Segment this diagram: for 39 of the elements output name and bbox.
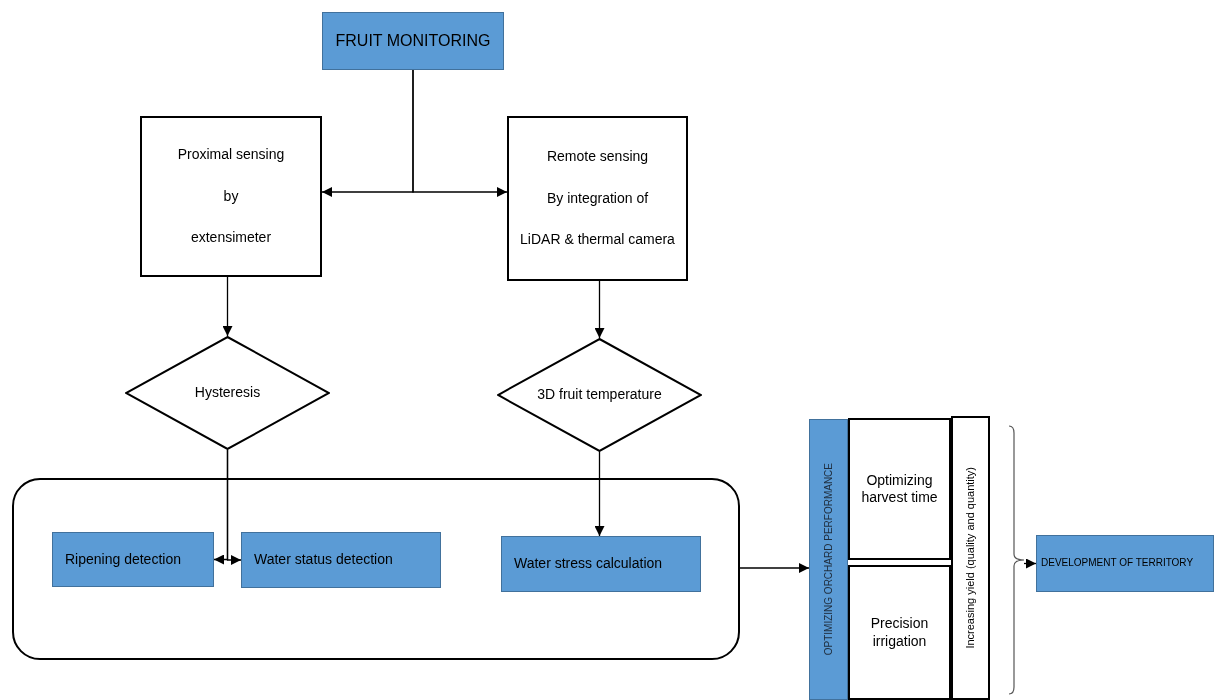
node-label: Hysteresis	[193, 384, 262, 402]
arrow	[594, 451, 605, 537]
process-box	[848, 565, 951, 700]
process-box	[1036, 535, 1214, 592]
node-label: Remote sensing	[546, 148, 649, 166]
process-box	[507, 116, 688, 281]
vertical-banner	[951, 416, 990, 700]
arrow	[1023, 558, 1037, 569]
process-box	[848, 418, 951, 560]
curly-bracket	[1008, 425, 1024, 695]
node-label: Water status detection	[254, 551, 394, 569]
node-label: OPTIMIZING ORCHARD PERFORMANCE	[822, 463, 835, 656]
node-label: Precision irrigation	[869, 615, 930, 650]
process-box	[501, 536, 701, 592]
group-container	[12, 478, 740, 660]
arrow	[594, 280, 605, 339]
node-label: By integration of	[546, 189, 649, 208]
node-label: extensimeter	[190, 229, 272, 247]
node-label: by	[223, 187, 239, 206]
node-label: 3D fruit temperature	[536, 386, 663, 404]
arrow	[739, 563, 810, 573]
process-box	[322, 12, 504, 70]
node-label: FRUIT MONITORING	[335, 31, 491, 51]
process-box	[241, 532, 441, 588]
node-label: LiDAR & thermal camera	[520, 231, 675, 249]
decision-diamond	[497, 338, 702, 452]
node-label: Increasing yield (quality and quantity)	[963, 467, 978, 649]
vertical-banner	[809, 419, 848, 700]
process-box	[140, 116, 322, 277]
node-label: Ripening detection	[65, 550, 182, 569]
node-label: Optimizing harvest time	[860, 471, 939, 507]
decision-diamond	[125, 336, 330, 450]
process-box	[52, 532, 214, 587]
arrow	[222, 276, 233, 337]
arrow	[412, 69, 508, 197]
node-label: Proximal sensing	[177, 146, 285, 164]
node-label: DEVELOPMENT OF TERRITORY	[1041, 557, 1195, 570]
arrow	[226, 449, 242, 565]
node-label: Water stress calculation	[514, 555, 664, 573]
